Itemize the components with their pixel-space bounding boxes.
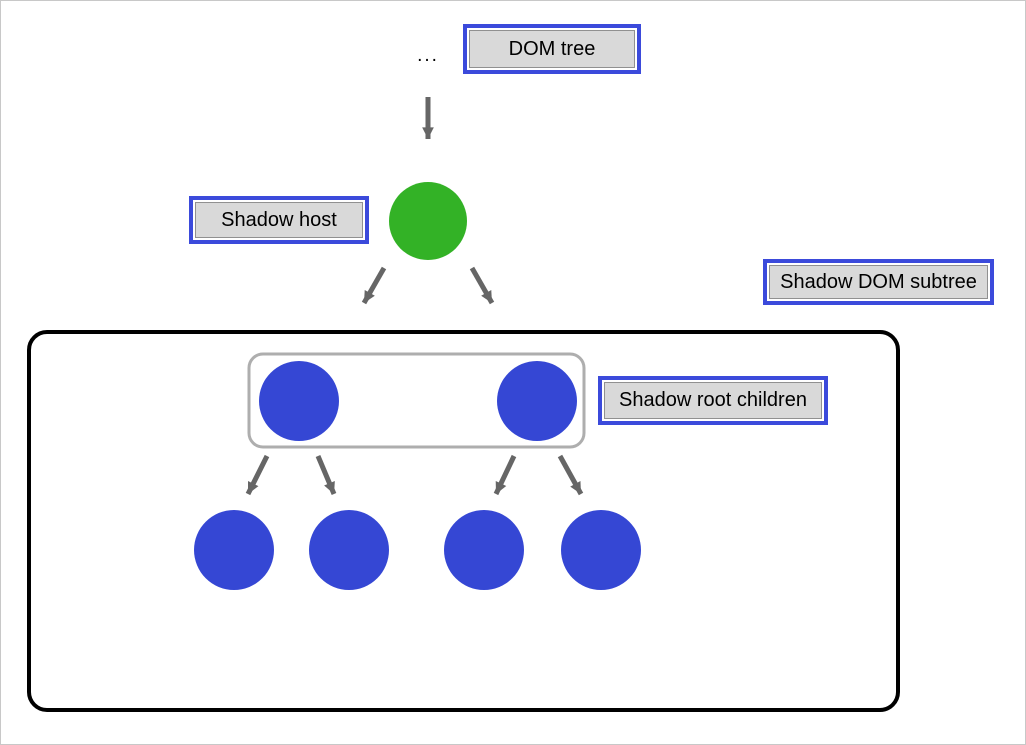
shadow-root-children-group bbox=[247, 352, 586, 449]
shadow-leaf-node bbox=[444, 510, 524, 590]
label-dom-tree: DOM tree bbox=[463, 24, 641, 74]
shadow-leaf-node bbox=[561, 510, 641, 590]
label-shadow-dom-subtree: Shadow DOM subtree bbox=[763, 259, 994, 305]
label-shadow-dom-subtree-text: Shadow DOM subtree bbox=[769, 265, 988, 299]
label-shadow-root-children-text: Shadow root children bbox=[604, 382, 822, 419]
arrow-host-to-subtree-right bbox=[469, 266, 495, 305]
arrow-child2-to-leaf3 bbox=[493, 454, 517, 496]
shadow-leaf-node bbox=[309, 510, 389, 590]
shadow-host-node bbox=[389, 182, 467, 260]
arrow-child1-to-leaf2 bbox=[315, 455, 337, 495]
label-shadow-host-text: Shadow host bbox=[195, 202, 363, 238]
dom-tree-ellipsis: ... bbox=[417, 45, 439, 66]
shadow-root-child-node bbox=[259, 361, 339, 441]
arrow-child1-to-leaf1 bbox=[245, 454, 270, 496]
label-shadow-host: Shadow host bbox=[189, 196, 369, 244]
arrow-child2-to-leaf4 bbox=[557, 454, 584, 496]
shadow-dom-subtree-container bbox=[27, 330, 900, 712]
arrow-host-to-subtree-left bbox=[361, 266, 387, 305]
label-shadow-root-children: Shadow root children bbox=[598, 376, 828, 425]
shadow-leaf-node bbox=[194, 510, 274, 590]
shadow-root-child-node bbox=[497, 361, 577, 441]
label-dom-tree-text: DOM tree bbox=[469, 30, 635, 68]
